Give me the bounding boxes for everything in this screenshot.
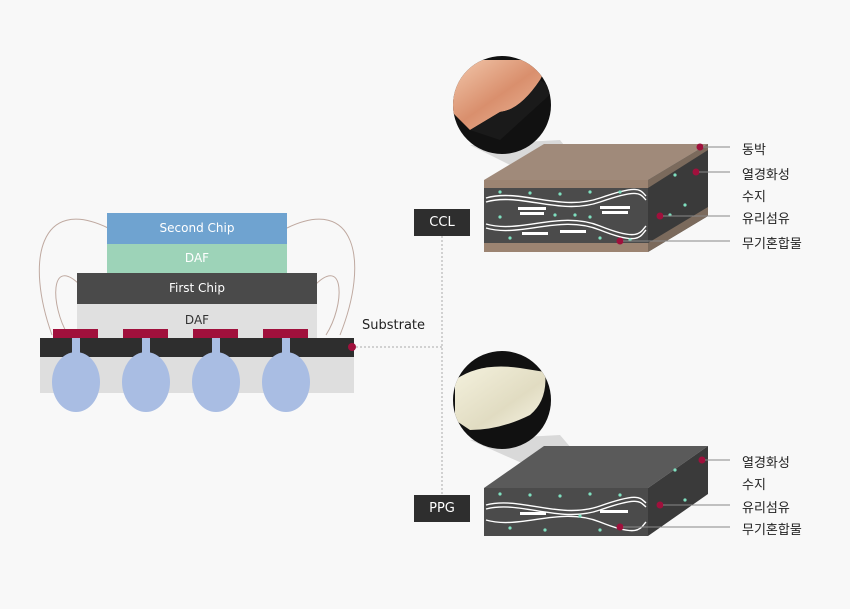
- wire-bond-outer-left: [38, 218, 109, 336]
- substrate-label: Substrate: [362, 318, 426, 333]
- wire-bond-outer-right: [286, 218, 356, 336]
- via: [212, 338, 220, 364]
- daf-top-label: DAF: [184, 251, 210, 265]
- connector-lines: [356, 236, 443, 498]
- daf-bottom-label: DAF: [184, 313, 210, 327]
- ppg-group: [453, 351, 730, 536]
- via: [282, 338, 290, 364]
- ppg-side-face: [648, 446, 708, 536]
- bond-pad: [53, 329, 98, 338]
- ccl-front-copper-bottom: [484, 243, 648, 252]
- first-chip-label: First Chip: [168, 281, 225, 295]
- ppg-layer-label: 유리섬유: [742, 501, 790, 516]
- copper-foil-image: [453, 60, 550, 130]
- prepreg-film-image: [455, 366, 546, 430]
- solder-ball: [52, 352, 100, 412]
- solder-ball: [262, 352, 310, 412]
- via: [142, 338, 150, 364]
- solder-ball: [192, 352, 240, 412]
- ccl-front-laminate: [484, 188, 648, 243]
- bond-pad: [193, 329, 238, 338]
- ppg-callout-dot: [698, 456, 706, 464]
- package-group: [38, 213, 356, 412]
- ppg-layer-label: 수지: [742, 478, 766, 493]
- ppg-filler-dots: [498, 468, 687, 532]
- via: [72, 338, 80, 364]
- substrate-marker-dot: [348, 343, 356, 351]
- wire-bond-inner-left: [55, 275, 81, 336]
- solder-ball: [122, 352, 170, 412]
- daf-top: [107, 244, 287, 273]
- ppg-glass-fiber: [485, 496, 647, 512]
- ppg-layer-label: 무기혼합물: [742, 523, 802, 538]
- ccl-callout-dot: [616, 237, 624, 245]
- substrate-core: [40, 338, 354, 357]
- ccl-layer-label: 열경화성: [742, 168, 790, 183]
- ppg-badge: PPG: [414, 495, 470, 522]
- bond-pad: [123, 329, 168, 338]
- ccl-layer-label: 수지: [742, 190, 766, 205]
- ccl-badge: CCL: [414, 209, 470, 236]
- bond-pad: [263, 329, 308, 338]
- second-chip-label: Second Chip: [159, 221, 235, 235]
- ccl-callout-dot: [696, 143, 704, 151]
- ppg-callout-dot: [656, 501, 664, 509]
- ccl-glass-fiber: [485, 188, 647, 204]
- ccl-top-face: [484, 144, 708, 180]
- ppg-layer-label: 열경화성: [742, 456, 790, 471]
- ppg-top-face: [484, 446, 708, 488]
- ccl-callout-dot: [656, 212, 664, 220]
- ccl-front-copper-top: [484, 180, 648, 188]
- second-chip: [107, 213, 287, 244]
- ccl-layer-label: 유리섬유: [742, 212, 790, 227]
- wire-bond-inner-right: [314, 275, 340, 336]
- ccl-layer-label: 무기혼합물: [742, 237, 802, 252]
- ppg-callout-dot: [616, 523, 624, 531]
- first-chip: [77, 273, 317, 304]
- ccl-group: [453, 56, 730, 252]
- ccl-callout-dot: [692, 168, 700, 176]
- ccl-layer-label: 동박: [742, 143, 766, 158]
